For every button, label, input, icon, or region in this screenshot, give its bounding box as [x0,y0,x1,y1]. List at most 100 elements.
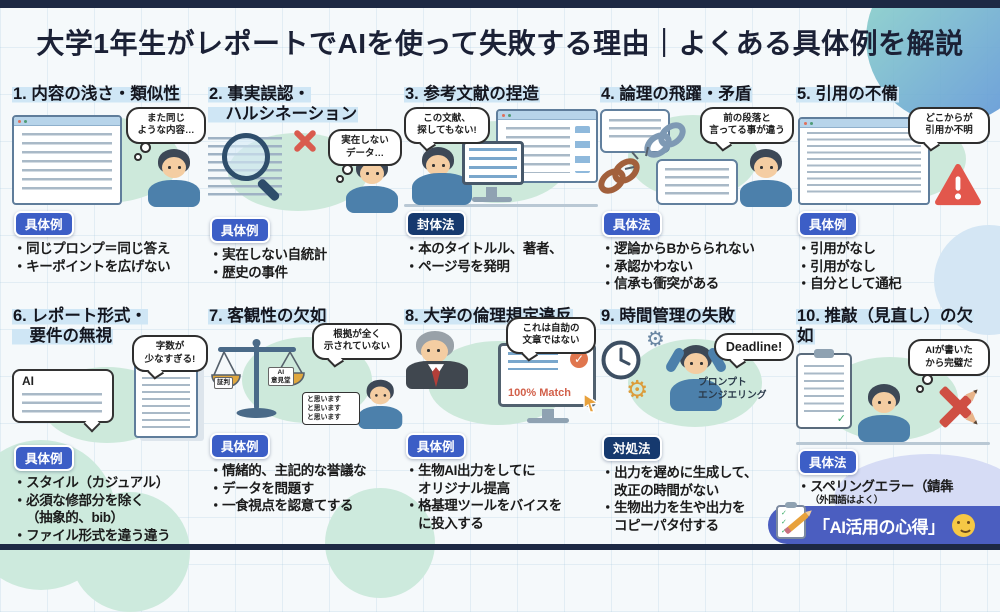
bullet-list: ・逻論からBからられない ・承認かわない ・信承も衝突がある [601,240,794,293]
body [148,180,200,208]
section-title-text: 3. 参考文献の捏造 [404,85,540,103]
example-badge: 具体例 [210,433,270,460]
tie [432,367,440,388]
bullet: ・格基理ツールをバイスを [405,498,562,514]
example-badge: 具体法 [798,449,858,476]
bullet: ・信承も衝突がある [601,276,719,292]
section-illustration: どこからが 引用か不明 [796,107,990,207]
pan-label: 証判 [214,377,233,389]
section-title-text: 5. 引用の不備 [796,85,899,103]
student-illustration [356,379,404,430]
desk-line [404,204,598,208]
window-titlebar [800,119,928,129]
example-badge: 具体例 [14,211,74,238]
face [684,353,708,375]
monitor-screen [469,148,517,179]
face [426,155,450,177]
clipboard-clip [785,502,797,508]
bullet-continuation: 改正の時間がない [614,482,719,498]
bullet: ・承認かわない [601,258,693,274]
bullet: ・同じプロンプ＝同じ答え [13,241,170,257]
text-bubble-icon [656,159,738,206]
bottom-border-strip [0,544,1000,550]
pencil-icon [786,511,810,533]
warning-triangle-icon [935,164,981,206]
bullet-continuation: に投入する [418,515,484,531]
body [670,379,722,412]
bullet-list: ・引用がなし ・引用がなし ・自分として通杞 [797,240,990,293]
countermeasure-badge: 対処法 [602,435,662,462]
speech-bubble: Deadline! [714,333,794,362]
section-illustration: AI 大学指導 字数が 少なすぎる! [12,335,208,444]
section-title: 4. 論理の飛躍・矛盾 [600,84,794,104]
section-illustration: また同じ ような内容… [12,107,206,208]
broken-chain-icon [598,122,686,194]
body [858,415,910,443]
bullet: ・一食視点を認意てする [209,498,354,514]
section-illustration: AIが書いた から完璧だ [796,339,990,446]
ai-speech-bubble-icon: AI [12,369,114,424]
cursor-icon [583,392,600,413]
bullet: ・逻論からBからられない [601,241,755,257]
small-text-bubble: と思います と思います と思います [302,391,360,426]
monitor-icon [462,141,524,186]
body [346,186,398,214]
clipboard-pencil-icon [776,502,810,539]
section-illustration: 100% Match これは自劼の 文章ではない [404,317,600,429]
speech-bubble: どこからが 引用か不明 [908,107,990,144]
text-lines [142,370,190,431]
section-8-ethics-violation: 8. 大学の倫理規定違反 100% Match これは自劼の 文章ではない 具体… [404,306,600,532]
section-title: 2. 事実誤認・ ハルシネーション [208,84,402,124]
magnifier-icon [222,133,270,182]
section-1-shallow-content: 1. 内容の浅さ・類似性 また同じ ような内容… 具体例 ・同じプロンプ＝同じ答… [12,84,206,275]
bullet: ・必須な修部分を除く [13,492,144,508]
footer-label: 「AI活用の心得」 [813,517,945,537]
face [421,340,448,364]
green-check-icon [837,412,846,425]
face [872,392,896,414]
text-lines [508,352,558,371]
section-illustration: この文献、 探してもない! [404,107,598,208]
bullet: ・スペリングエラー（錆犇 [797,479,954,495]
monitor-stand [486,187,497,198]
bullet: ・データを問題す [209,480,314,496]
example-badge: 具体法 [602,211,662,238]
clock-icon [601,340,641,380]
text-lines [807,132,921,198]
figure-caption: プロンプト エンジエリング [698,377,767,401]
text-lines [22,133,112,196]
bullet-list: ・スタイル（カジュアル） ・必須な修部分を除く （抽象的、bib） ・ファイル形… [13,474,206,544]
page-title: 大学1年生がレポートでAIを使って失敗する理由｜よくある具体例を解説 [36,28,964,59]
section-title-text: 9. 時間管理の失敗 [600,307,736,325]
bullet-continuation: （抽象的、bib） [26,510,124,526]
window-titlebar [498,111,596,121]
section-title-text: 2. 事実誤認・ ハルシネーション [208,85,359,124]
countermeasure-badge: 封体法 [406,211,466,238]
student-illustration [856,384,912,443]
thought-bubble: 実在しない データ… [328,129,402,183]
ai-label: AI [22,374,34,389]
bullet-list: ・実在しない自統計 ・歴史の事件 [209,246,402,281]
top-border-strip [0,0,1000,8]
monitor-base [472,197,512,203]
section-illustration: 前の段落と 言ってる事が違う [598,107,794,208]
bullet: ・キーポイントを広げない [13,258,171,274]
bullet-list: ・生物AI出力をしてに オリジナル提高 ・格基理ツールをバイスを に投入する [405,462,598,532]
bullet: ・ファイル形式を違う違う [13,527,171,543]
section-title: 10. 推敲（見直し）の欠如 [796,306,990,346]
bullet-list: ・同じプロンプ＝同じ答え ・キーポイントを広げない [13,240,206,275]
section-title-text: 6. レポート形式・ 要件の無視 [12,307,148,346]
thought-bubble: また同じ ような内容… [126,107,206,161]
thought-bubble: AIが書いた から完璧だ [908,339,990,393]
text-lines [804,365,844,414]
section-title: 3. 参考文献の捏造 [404,84,598,104]
clipboard-icon [796,349,852,430]
bullet: ・生物出力を生や出力を [601,500,746,516]
bullet-note: （外国語はよく） [810,494,883,506]
monitor-base [527,418,569,424]
section-6-format-ignored: 6. レポート形式・ 要件の無視 AI 大学指導 字数が 少なすぎる! 具体例 … [12,306,208,544]
section-illustration: 証判 AI 意見堂 と思います と思います と思います 根拠が全く 示されていな… [208,323,404,430]
match-percentage: 100% Match [508,387,571,400]
bullet-list: ・本のタイトルル、著者、 ・ページ号を発明 [405,240,598,275]
section-2-hallucination: 2. 事実誤認・ ハルシネーション 実在しない データ… 具体例 ・実在しない自… [208,84,402,281]
